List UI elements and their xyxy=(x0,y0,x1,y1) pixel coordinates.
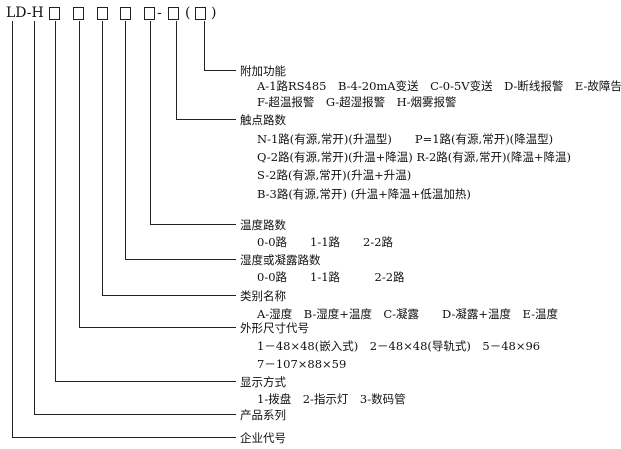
code-slot-extra-function xyxy=(195,7,206,20)
section-title: 类别名称 xyxy=(240,289,286,303)
section-title: 企业代号 xyxy=(240,431,286,445)
option-line: 1－48×48(嵌入式) 2－48×48(导轨式) 5－48×96 xyxy=(257,339,541,353)
code-close-paren: ) xyxy=(211,5,217,21)
option-line: N-1路(有源,常开)(升温型) P=1路(有源,常开)(降温型) xyxy=(257,132,554,146)
option-line: F-超温报警 G-超湿报警 H-烟雾报警 xyxy=(257,95,457,109)
code-slot-size xyxy=(73,7,84,20)
option-line: A-1路RS485 B-4-20mA变送 C-0-5V变送 D-断线报警 E-故… xyxy=(257,79,621,93)
option-line: S-2路(有源,常开)(升温+升温) xyxy=(257,168,412,182)
section-title: 触点路数 xyxy=(240,113,286,127)
code-slot-display-mode xyxy=(49,7,60,20)
section-title: 显示方式 xyxy=(240,375,286,389)
model-prefix: LD-H xyxy=(6,5,44,21)
code-slot-temperature xyxy=(144,7,155,20)
option-line: 1-拨盘 2-指示灯 3-数码管 xyxy=(257,392,406,406)
code-slot-contacts xyxy=(168,7,179,20)
section-title: 外形尺寸代号 xyxy=(240,321,309,335)
option-line: 0-0路 1-1路 2-2路 xyxy=(257,235,394,249)
option-line: Q-2路(有源,常开)(升温+降温) R-2路(有源,常开)(降温+降温) xyxy=(257,150,572,164)
option-line: A-湿度 B-湿度+温度 C-凝露 D-凝露+温度 E-温度 xyxy=(257,307,559,321)
code-dash: - xyxy=(157,5,162,21)
section-title: 产品系列 xyxy=(240,408,286,422)
option-line: 7－107×88×59 xyxy=(257,357,347,371)
section-title: 湿度或凝露路数 xyxy=(240,253,321,267)
section-title: 温度路数 xyxy=(240,218,286,232)
option-line: B-3路(有源,常开) (升温+降温+低温加热) xyxy=(257,187,471,201)
option-line: 0-0路 1-1路 2-2路 xyxy=(257,270,405,284)
code-slot-category xyxy=(97,7,108,20)
section-title: 附加功能 xyxy=(240,64,286,78)
code-slot-humidity xyxy=(120,7,131,20)
code-open-paren: ( xyxy=(185,5,191,21)
